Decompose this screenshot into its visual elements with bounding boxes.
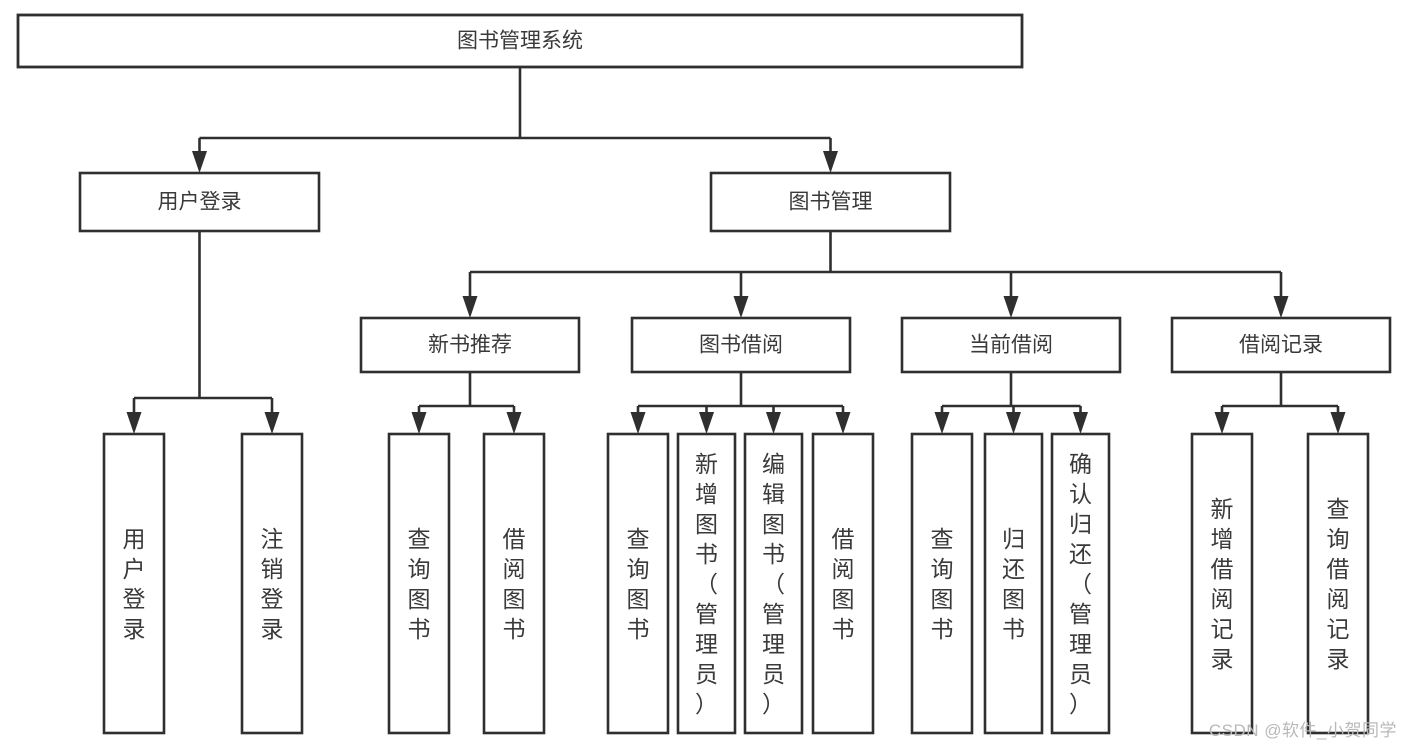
node-label: 新增图书（管理员）: [695, 451, 718, 717]
node-box[interactable]: [709, 171, 952, 233]
node-box[interactable]: [811, 432, 875, 735]
node-new-book-rec[interactable]: 新书推荐: [359, 316, 581, 374]
node-box[interactable]: [359, 316, 581, 374]
node-label: 当前借阅: [969, 334, 1053, 357]
arrow-head-icon: [506, 412, 522, 434]
node-book-mgmt[interactable]: 图书管理: [709, 171, 952, 233]
node-label: 新增借阅记录: [1211, 496, 1234, 672]
node-label: 查询图书: [408, 526, 431, 642]
node-leaf-return-book[interactable]: 归还图书: [983, 432, 1044, 735]
node-label: 编辑图书（管理员）: [762, 451, 785, 717]
node-label: 借阅图书: [503, 526, 526, 642]
node-root[interactable]: 图书管理系统: [16, 13, 1024, 69]
node-current-borrow[interactable]: 当前借阅: [900, 316, 1122, 374]
node-box[interactable]: [240, 432, 304, 735]
arrow-head-icon: [699, 412, 714, 434]
arrow-head-icon: [934, 412, 950, 434]
arrow-head-icon: [126, 412, 142, 434]
node-leaf-user-login[interactable]: 用户登录: [102, 432, 166, 735]
connector-group-book_mgmt: [462, 231, 1289, 318]
node-box[interactable]: [1306, 432, 1370, 735]
arrow-head-icon: [835, 412, 851, 434]
node-label: 借阅图书: [832, 526, 855, 642]
node-label: 确认归还（管理员）: [1069, 451, 1092, 717]
node-box[interactable]: [387, 432, 451, 735]
node-leaf-borrow-book-1[interactable]: 借阅图书: [482, 432, 546, 735]
arrow-head-icon: [733, 296, 749, 318]
node-box[interactable]: [743, 432, 804, 735]
arrow-head-icon: [1214, 412, 1230, 434]
node-label: 查询图书: [931, 526, 954, 642]
node-book-borrow[interactable]: 图书借阅: [630, 316, 852, 374]
arrow-head-icon: [1003, 296, 1019, 318]
node-box[interactable]: [1190, 432, 1254, 735]
arrow-head-icon: [766, 412, 781, 434]
node-box[interactable]: [102, 432, 166, 735]
node-leaf-edit-book[interactable]: 编辑图书（管理员）: [743, 432, 804, 735]
connector-group-user_login: [126, 231, 280, 434]
node-label: 注销登录: [261, 526, 284, 642]
node-leaf-add-record[interactable]: 新增借阅记录: [1190, 432, 1254, 735]
node-leaf-query-book-2[interactable]: 查询图书: [606, 432, 670, 735]
node-leaf-add-book[interactable]: 新增图书（管理员）: [676, 432, 737, 735]
arrow-head-icon: [1006, 412, 1021, 434]
arrow-head-icon: [1073, 412, 1088, 434]
connector-group-current_borrow: [934, 372, 1088, 434]
node-label: 新书推荐: [428, 334, 512, 357]
arrow-head-icon: [1273, 296, 1289, 318]
node-label: 图书借阅: [699, 334, 783, 357]
node-label: 图书管理: [789, 191, 873, 214]
node-leaf-query-book-1[interactable]: 查询图书: [387, 432, 451, 735]
node-box[interactable]: [606, 432, 670, 735]
node-leaf-logout[interactable]: 注销登录: [240, 432, 304, 735]
arrow-head-icon: [1330, 412, 1346, 434]
node-borrow-record[interactable]: 借阅记录: [1170, 316, 1392, 374]
connector-group-book_borrow: [630, 372, 851, 434]
node-label: 查询借阅记录: [1327, 496, 1350, 672]
node-box[interactable]: [1170, 316, 1392, 374]
connector-group-new_book_rec: [411, 372, 522, 434]
node-label: 借阅记录: [1239, 334, 1323, 357]
arrow-head-icon: [192, 151, 207, 173]
node-layer: 图书管理系统用户登录图书管理新书推荐图书借阅当前借阅借阅记录用户登录注销登录查询…: [16, 13, 1392, 735]
node-leaf-query-book-3[interactable]: 查询图书: [910, 432, 974, 735]
arrow-head-icon: [630, 412, 646, 434]
node-label: 图书管理系统: [457, 30, 583, 53]
arrow-head-icon: [823, 151, 838, 173]
connector-layer: [126, 67, 1346, 434]
node-box[interactable]: [78, 171, 321, 233]
arrow-head-icon: [411, 412, 427, 434]
arrow-head-icon: [264, 412, 280, 434]
connector-group-root: [192, 67, 838, 173]
node-label: 归还图书: [1002, 526, 1025, 642]
connector-group-borrow_record: [1214, 372, 1346, 434]
node-box[interactable]: [676, 432, 737, 735]
node-leaf-query-record[interactable]: 查询借阅记录: [1306, 432, 1370, 735]
node-label: 用户登录: [123, 526, 146, 642]
node-leaf-borrow-book-2[interactable]: 借阅图书: [811, 432, 875, 735]
node-label: 用户登录: [158, 191, 242, 214]
arrow-head-icon: [462, 296, 478, 318]
node-box[interactable]: [900, 316, 1122, 374]
node-box[interactable]: [910, 432, 974, 735]
node-leaf-confirm-return[interactable]: 确认归还（管理员）: [1050, 432, 1111, 735]
node-user-login[interactable]: 用户登录: [78, 171, 321, 233]
node-box[interactable]: [630, 316, 852, 374]
node-label: 查询图书: [627, 526, 650, 642]
node-box[interactable]: [1050, 432, 1111, 735]
node-box[interactable]: [482, 432, 546, 735]
node-box[interactable]: [16, 13, 1024, 69]
node-box[interactable]: [983, 432, 1044, 735]
